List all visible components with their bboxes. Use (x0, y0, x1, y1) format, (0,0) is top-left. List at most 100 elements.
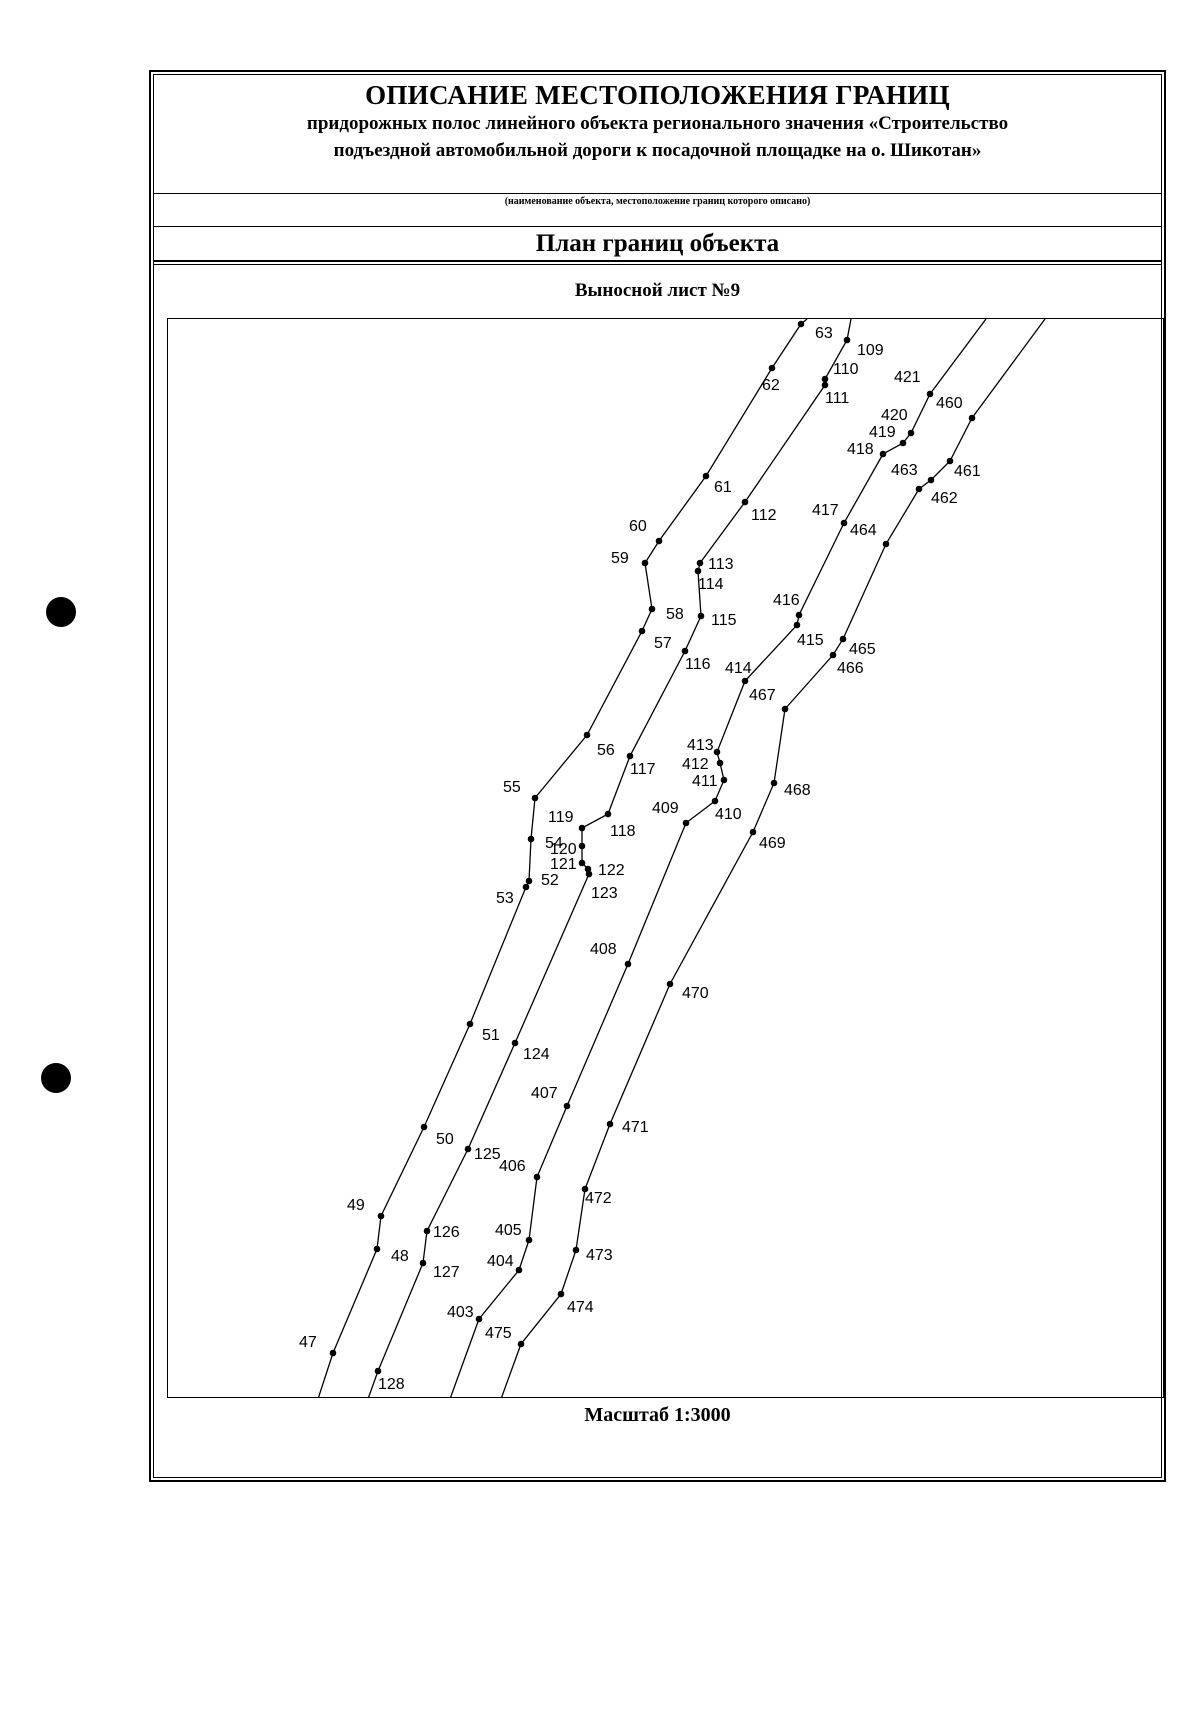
boundary-point-label-49: 49 (347, 1197, 365, 1214)
boundary-point-label-462: 462 (931, 490, 958, 507)
punch-hole-1 (46, 597, 76, 627)
boundary-point-label-111: 111 (825, 390, 849, 407)
boundary-point-label-407: 407 (531, 1085, 558, 1102)
boundary-point-471 (606, 1120, 614, 1128)
boundary-point-label-417: 417 (812, 502, 839, 519)
boundary-point-420 (907, 429, 915, 437)
boundary-point-label-403: 403 (447, 1304, 474, 1321)
boundary-point-475 (517, 1340, 525, 1348)
boundary-point-412 (716, 759, 724, 767)
boundary-point-label-404: 404 (487, 1253, 514, 1270)
boundary-point-473 (572, 1246, 580, 1254)
boundary-point-label-58: 58 (666, 606, 684, 623)
boundary-point-label-124: 124 (523, 1046, 550, 1063)
boundary-point-label-464: 464 (850, 522, 877, 539)
boundary-point-label-115: 115 (711, 612, 737, 629)
boundary-point-label-60: 60 (629, 518, 647, 535)
boundary-point-474 (557, 1290, 565, 1298)
boundary-point-413 (713, 748, 721, 756)
boundary-point-110 (821, 375, 829, 383)
boundary-point-label-416: 416 (773, 592, 800, 609)
boundary-point-61 (702, 472, 710, 480)
boundary-point-63 (797, 320, 805, 328)
boundary-point-label-408: 408 (590, 941, 617, 958)
boundary-point-label-119: 119 (548, 809, 574, 826)
boundary-point-404 (515, 1266, 523, 1274)
boundary-point-label-460: 460 (936, 395, 963, 412)
boundary-point-128 (374, 1367, 382, 1375)
boundary-point-123 (585, 870, 593, 878)
boundary-point-460 (968, 414, 976, 422)
header-divider-1 (153, 193, 1162, 194)
boundary-point-label-55: 55 (503, 779, 521, 796)
boundary-point-label-122: 122 (598, 862, 625, 879)
boundary-point-405 (525, 1236, 533, 1244)
boundary-point-470 (666, 980, 674, 988)
boundary-point-label-114: 114 (698, 576, 724, 593)
boundary-point-461 (946, 457, 954, 465)
boundary-point-label-470: 470 (682, 985, 709, 1002)
boundary-point-label-63: 63 (815, 325, 833, 342)
boundary-point-label-53: 53 (496, 890, 514, 907)
boundary-point-465 (839, 635, 847, 643)
boundary-point-463 (927, 476, 935, 484)
boundary-point-125 (464, 1145, 472, 1153)
boundary-point-label-54: 54 (545, 835, 563, 852)
boundary-point-label-412: 412 (682, 756, 709, 773)
document-frame-inner (153, 74, 1162, 1478)
boundary-point-label-128: 128 (378, 1376, 405, 1393)
boundary-point-label-56: 56 (597, 742, 615, 759)
boundary-point-109 (843, 336, 851, 344)
boundary-point-122 (584, 865, 592, 873)
boundary-point-127 (419, 1259, 427, 1267)
map-scale: Масштаб 1:3000 (584, 1404, 731, 1426)
boundary-point-126 (423, 1227, 431, 1235)
document-title: ОПИСАНИЕ МЕСТОПОЛОЖЕНИЯ ГРАНИЦ (365, 80, 950, 110)
boundary-point-112 (741, 498, 749, 506)
boundary-point-label-471: 471 (622, 1119, 649, 1136)
boundary-point-label-48: 48 (391, 1248, 409, 1265)
boundary-point-label-474: 474 (567, 1299, 594, 1316)
boundary-point-60 (655, 537, 663, 545)
boundary-point-label-118: 118 (610, 823, 636, 840)
boundary-point-58 (648, 605, 656, 613)
boundary-point-467 (781, 705, 789, 713)
boundary-128-109 (368, 319, 852, 1397)
boundary-point-label-461: 461 (954, 463, 981, 480)
boundary-point-120 (578, 842, 586, 850)
boundary-point-label-411: 411 (692, 773, 718, 790)
boundary-point-116 (681, 647, 689, 655)
boundary-point-label-472: 472 (585, 1190, 612, 1207)
boundary-point-label-125: 125 (474, 1146, 501, 1163)
boundary-point-114 (694, 567, 702, 575)
boundary-point-label-112: 112 (751, 507, 777, 524)
boundary-point-label-473: 473 (586, 1247, 613, 1264)
boundary-point-406 (533, 1173, 541, 1181)
header-divider-3 (153, 260, 1162, 262)
boundary-point-label-469: 469 (759, 835, 786, 852)
boundary-point-469 (749, 828, 757, 836)
boundary-point-48 (373, 1245, 381, 1253)
header-divider-2 (153, 226, 1162, 227)
boundary-point-55 (531, 794, 539, 802)
boundary-point-121 (578, 859, 586, 867)
boundary-point-417 (840, 519, 848, 527)
boundary-point-label-126: 126 (433, 1224, 460, 1241)
boundary-point-label-414: 414 (725, 660, 752, 677)
boundary-point-56 (583, 731, 591, 739)
document-subtitle: придорожных полос линейного объекта реги… (200, 110, 1115, 164)
boundary-point-label-110: 110 (833, 361, 859, 378)
subtitle-line-2: подъездной автомобильной дороги к посадо… (333, 140, 982, 161)
boundary-point-407 (563, 1102, 571, 1110)
boundary-point-label-120: 120 (550, 841, 577, 858)
boundary-point-52 (525, 877, 533, 885)
boundary-point-403 (475, 1315, 483, 1323)
boundary-point-label-421: 421 (894, 369, 921, 386)
boundary-point-label-463: 463 (891, 462, 918, 479)
subtitle-line-1: придорожных полос линейного объекта реги… (306, 113, 1009, 134)
boundary-point-119 (578, 824, 586, 832)
boundary-point-label-466: 466 (837, 660, 864, 677)
boundary-point-label-420: 420 (881, 407, 908, 424)
boundary-point-47 (329, 1349, 337, 1357)
boundary-map-svg: 6362616059585756555452535150494847109110… (299, 319, 1046, 1397)
